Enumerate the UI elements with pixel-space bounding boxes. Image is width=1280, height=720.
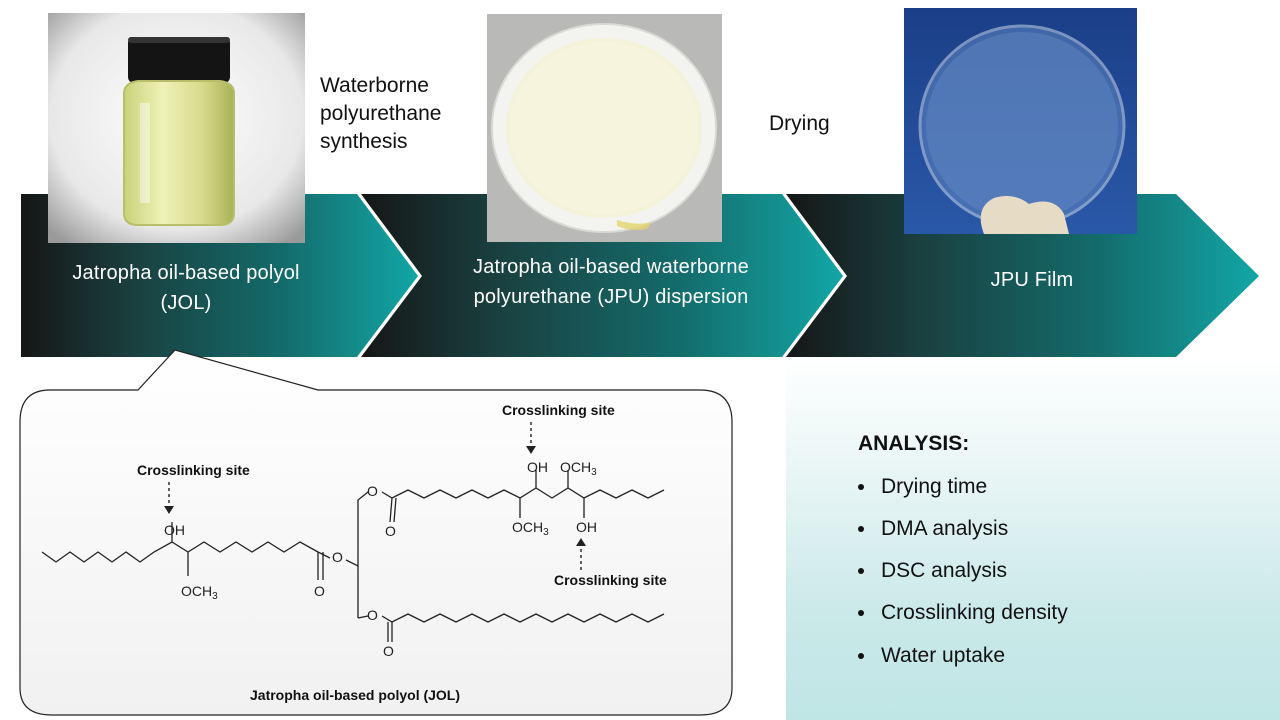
transition-synthesis: Waterborne polyurethane synthesis — [320, 74, 442, 153]
svg-text:O: O — [314, 583, 325, 599]
svg-text:OCH3: OCH3 — [181, 583, 218, 602]
svg-text:OCH3: OCH3 — [560, 459, 597, 478]
jol-chemical-structure: Crosslinking site Crosslinking site Cros… — [41, 402, 667, 703]
svg-text:O: O — [332, 549, 343, 565]
bullet-icon — [858, 568, 864, 574]
step-chevron-2 — [361, 194, 843, 357]
transition-drying: Drying — [769, 112, 830, 135]
svg-text:OH: OH — [576, 519, 597, 535]
analysis-title: ANALYSIS: — [858, 432, 970, 455]
svg-text:OH: OH — [527, 459, 548, 475]
svg-text:O: O — [385, 523, 396, 539]
analysis-panel — [786, 358, 1280, 720]
jpu-film-photo — [904, 8, 1137, 234]
crosslink-label-left: Crosslinking site — [137, 462, 250, 478]
bullet-icon — [858, 526, 864, 532]
bullet-icon — [858, 653, 864, 659]
analysis-item: Drying time — [858, 475, 987, 499]
svg-text:OCH3: OCH3 — [512, 519, 549, 538]
svg-text:O: O — [383, 643, 394, 659]
step-label-jpu-dispersion: Jatropha oil-based waterborne polyuretha… — [473, 256, 749, 308]
step-label-jpu-film: JPU Film — [990, 269, 1074, 291]
step-chevron-3 — [786, 194, 1259, 357]
crosslink-label-bottom: Crosslinking site — [554, 572, 667, 588]
step-label-jol: Jatropha oil-based polyol (JOL) — [72, 262, 300, 314]
bullet-icon — [858, 484, 864, 490]
bullet-icon — [858, 610, 864, 616]
svg-text:O: O — [367, 483, 378, 499]
svg-text:O: O — [367, 607, 378, 623]
svg-text:OH: OH — [164, 522, 185, 538]
analysis-item: DMA analysis — [858, 517, 1008, 541]
analysis-item: Crosslinking density — [858, 601, 1068, 625]
structure-caption: Jatropha oil-based polyol (JOL) — [250, 687, 460, 703]
analysis-item: DSC analysis — [858, 559, 1007, 583]
crosslink-label-top: Crosslinking site — [502, 402, 615, 418]
jpu-dispersion-photo — [487, 14, 722, 242]
analysis-item: Water uptake — [858, 644, 1005, 668]
jol-bottle-photo — [48, 13, 305, 243]
structure-callout — [19, 349, 733, 716]
